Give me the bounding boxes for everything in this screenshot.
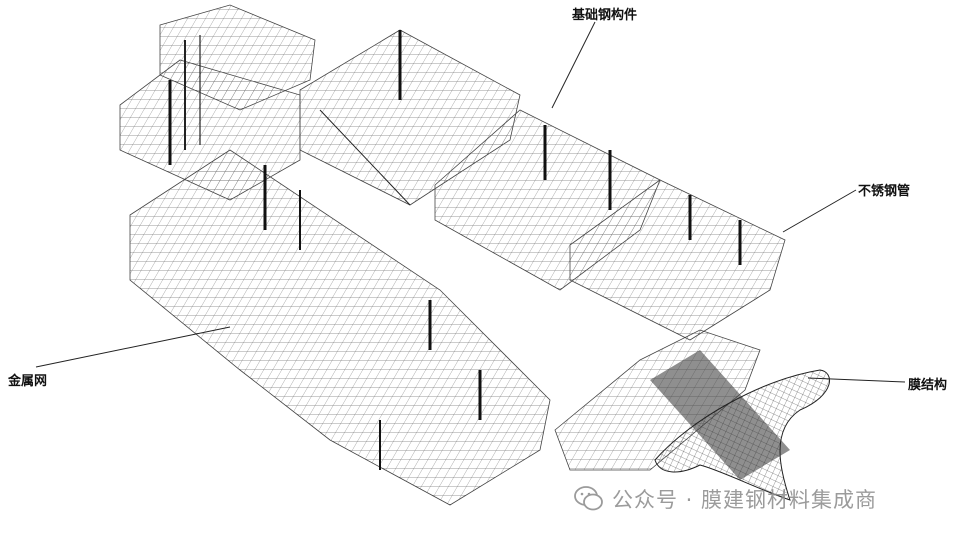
label-metal-mesh: 金属网 <box>8 374 48 389</box>
block-bottom-left <box>129 149 551 506</box>
block-right <box>569 179 786 341</box>
block-top-left-cluster <box>119 4 316 201</box>
leader-stainless-pipe <box>782 189 857 233</box>
leader-metal-mesh <box>35 326 231 368</box>
leader-membrane <box>807 377 906 383</box>
label-membrane: 膜结构 <box>908 378 948 393</box>
leader-foundation-steel <box>551 21 596 109</box>
label-foundation-steel: 基础钢构件 <box>572 8 638 23</box>
wechat-icon <box>574 486 603 511</box>
watermark-text: 公众号 · 膜建钢材料集成商 <box>612 488 878 512</box>
label-stainless-pipe: 不锈钢管 <box>858 184 911 199</box>
membrane-structure <box>654 369 830 501</box>
watermark: 公众号 · 膜建钢材料集成商 <box>574 484 877 514</box>
